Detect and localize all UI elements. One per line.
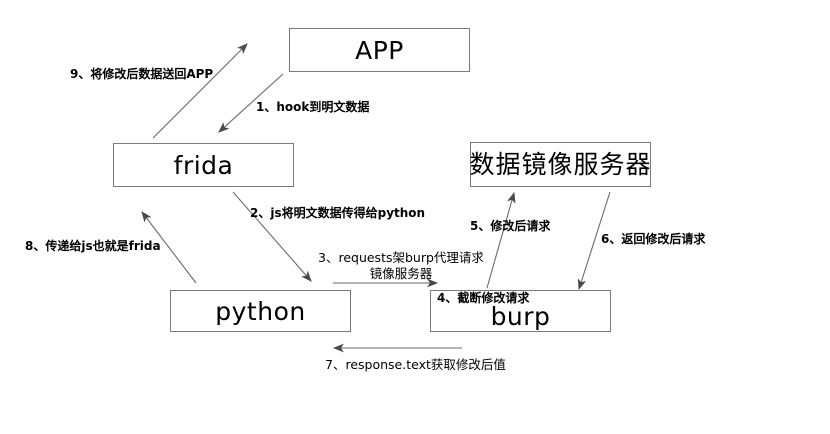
edge-line-9 (152, 43, 248, 139)
edge-label-6: 6、返回修改后请求 (601, 232, 706, 246)
node-app[interactable]: APP (289, 28, 470, 72)
node-burp[interactable]: 4、截断修改请求 burp (430, 290, 611, 332)
node-burp-note: 4、截断修改请求 (437, 291, 530, 305)
edge-label-7: 7、response.text获取修改后值 (325, 357, 506, 372)
node-app-label: APP (355, 35, 404, 65)
edge-label-8: 8、传递给js也就是frida (25, 239, 161, 253)
edge-label-3: 3、requests架burp代理请求 镜像服务器 (318, 250, 484, 281)
node-burp-label: burp (490, 302, 551, 331)
edge-label-9: 9、将修改后数据送回APP (70, 67, 214, 81)
edge-line-5 (486, 191, 516, 289)
node-python[interactable]: python (170, 290, 351, 332)
node-frida[interactable]: frida (113, 143, 294, 187)
edge-label-1: 1、hook到明文数据 (256, 100, 370, 114)
edge-label-5: 5、修改后请求 (470, 219, 551, 233)
node-data-mirror-server[interactable]: 数据镜像服务器 (470, 142, 651, 187)
node-python-label: python (215, 296, 306, 326)
node-frida-label: frida (173, 150, 234, 180)
node-data-mirror-server-label: 数据镜像服务器 (469, 150, 652, 179)
edge-label-2: 2、js将明文数据传得给python (250, 206, 426, 220)
